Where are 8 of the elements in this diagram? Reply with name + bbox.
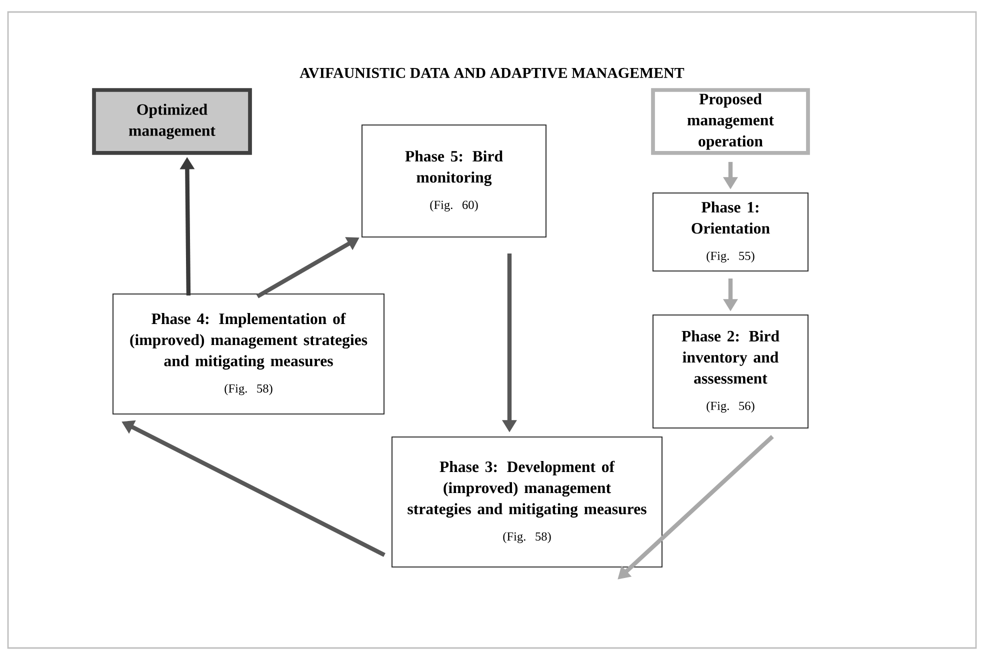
title: AVIFAUNISTIC DATA AND ADAPTIVE MANAGEMENT — [300, 68, 684, 78]
phase-box: Phase 3: Development of (improved) management strategies and mitigating measures (Fig. 58) — [391, 436, 663, 568]
result-box: Optimized management — [92, 88, 252, 155]
phase-box: Phase 4: Implementation of (improved) management strategies and mitigating measures (Fig. 58) — [112, 293, 385, 415]
phase-box: Phase 1: Orientation (Fig. 55) — [652, 192, 809, 272]
phase-box: Phase 2: Bird inventory and assessment (Fig. 56) — [652, 314, 809, 429]
start-box: Proposed management operation — [651, 88, 810, 155]
phase-box: Phase 5: Bird monitoring (Fig. 60) — [361, 124, 547, 238]
